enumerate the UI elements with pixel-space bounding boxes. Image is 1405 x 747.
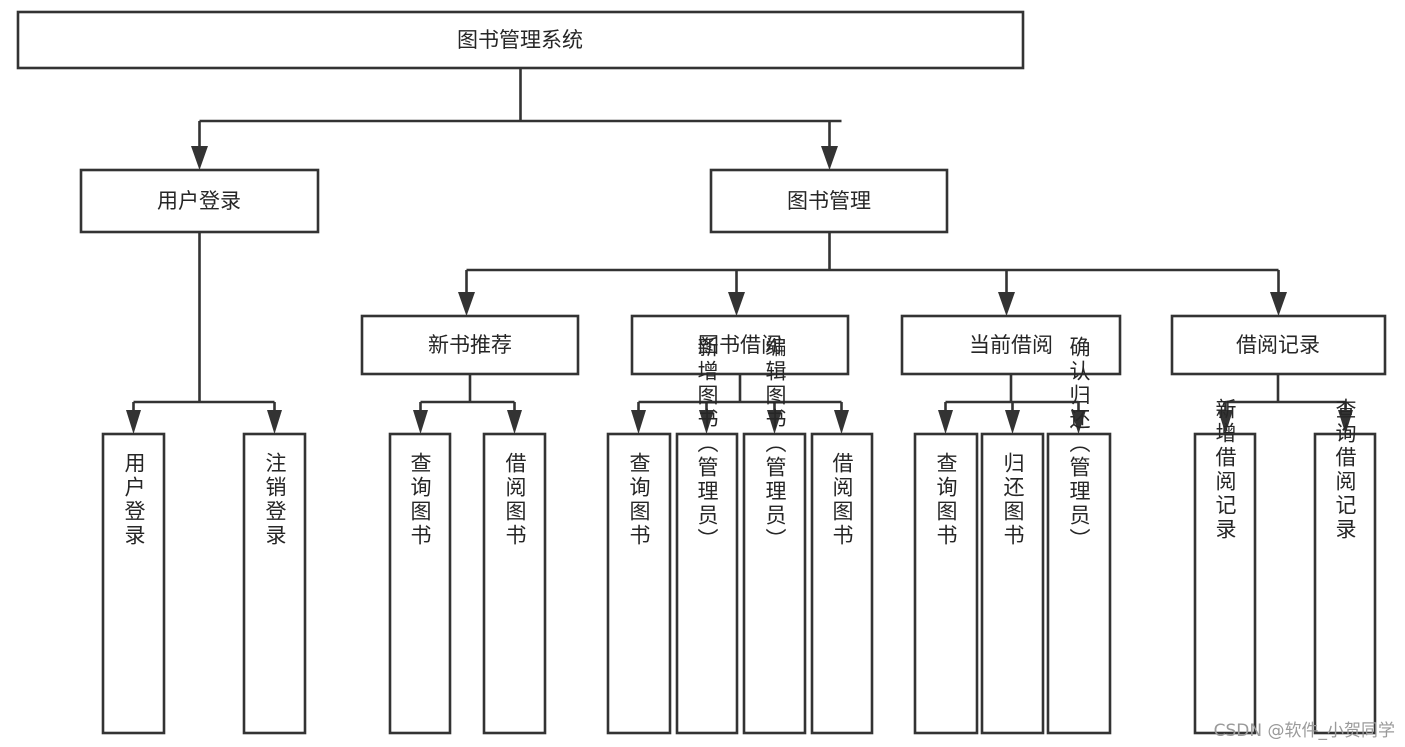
book-borrow-box[interactable] xyxy=(630,314,850,376)
connector-layer xyxy=(126,68,1353,434)
leaf-query-borrow-record-box[interactable] xyxy=(1313,432,1377,735)
leaf-logout-login-box[interactable] xyxy=(242,432,307,735)
arrow-head-user-login xyxy=(191,146,208,170)
leaf-add-borrow-record-label: 新增借阅记录 xyxy=(1213,398,1237,542)
leaf-confirm-return-admin-box[interactable] xyxy=(1046,432,1112,735)
leaf-query-book-bor-label: 查询图书 xyxy=(627,452,651,548)
book-management-label: 图书管理 xyxy=(787,189,871,213)
leaf-edit-book-admin-label: 编辑图书（管理员） xyxy=(763,336,787,552)
leaf-query-book-rec-label: 查询图书 xyxy=(408,452,432,548)
node-leaf-add-borrow-record[interactable]: 新增借阅记录 xyxy=(1193,398,1257,735)
arrow-head-leaf-query-book-rec xyxy=(413,410,428,434)
node-leaf-query-borrow-record[interactable]: 查询借阅记录 xyxy=(1313,398,1377,735)
leaf-return-book-label: 归还图书 xyxy=(1001,452,1025,548)
user-login-label: 用户登录 xyxy=(157,189,241,213)
node-leaf-return-book[interactable]: 归还图书 xyxy=(980,432,1045,735)
leaf-add-borrow-record-box[interactable] xyxy=(1193,432,1257,735)
new-book-recommend-box[interactable] xyxy=(360,314,580,376)
node-leaf-edit-book-admin[interactable]: 编辑图书（管理员） xyxy=(742,336,807,735)
root-label: 图书管理系统 xyxy=(457,28,583,52)
arrow-head-leaf-return-book xyxy=(1005,410,1020,434)
leaf-edit-book-admin-box[interactable] xyxy=(742,432,807,735)
arrow-head-leaf-borrow-book-rec xyxy=(507,410,522,434)
node-book-management[interactable]: 图书管理 xyxy=(709,168,949,234)
arrow-head-current-borrow xyxy=(998,292,1015,316)
node-leaf-borrow-book-rec[interactable]: 借阅图书 xyxy=(482,432,547,735)
leaf-return-book-box[interactable] xyxy=(980,432,1045,735)
leaf-user-login-label: 用户登录 xyxy=(122,452,146,548)
leaf-query-book-cur-label: 查询图书 xyxy=(934,452,958,548)
arrow-head-leaf-edit-book-admin xyxy=(767,410,782,434)
new-book-recommend-label: 新书推荐 xyxy=(428,333,512,357)
arrow-head-leaf-borrow-book-bor xyxy=(834,410,849,434)
leaf-borrow-book-bor-label: 借阅图书 xyxy=(830,452,854,548)
leaf-query-book-cur-box[interactable] xyxy=(913,432,979,735)
node-root[interactable]: 图书管理系统 xyxy=(16,10,1025,70)
node-leaf-logout-login[interactable]: 注销登录 xyxy=(242,432,307,735)
leaf-logout-login-label: 注销登录 xyxy=(263,452,287,548)
node-new-book-recommend[interactable]: 新书推荐 xyxy=(360,314,580,376)
leaf-add-book-admin-box[interactable] xyxy=(675,432,739,735)
arrow-head-book-borrow xyxy=(728,292,745,316)
arrow-head-leaf-add-book-admin xyxy=(699,410,714,434)
arrow-head-leaf-confirm-return-admin xyxy=(1071,410,1086,434)
node-leaf-confirm-return-admin[interactable]: 确认归还（管理员） xyxy=(1046,336,1112,735)
node-borrow-record[interactable]: 借阅记录 xyxy=(1170,314,1387,376)
leaf-add-book-admin-label: 新增图书（管理员） xyxy=(695,336,719,552)
leaf-user-login-box[interactable] xyxy=(101,432,166,735)
leaf-query-borrow-record-label: 查询借阅记录 xyxy=(1333,398,1357,542)
arrow-head-borrow-record xyxy=(1270,292,1287,316)
node-leaf-borrow-book-bor[interactable]: 借阅图书 xyxy=(810,432,874,735)
leaf-borrow-book-bor-box[interactable] xyxy=(810,432,874,735)
node-leaf-add-book-admin[interactable]: 新增图书（管理员） xyxy=(675,336,739,735)
leaf-borrow-book-rec-box[interactable] xyxy=(482,432,547,735)
leaf-query-book-rec-box[interactable] xyxy=(388,432,452,735)
csdn-watermark: CSDN @软件_小贺同学 xyxy=(1213,721,1395,741)
node-current-borrow[interactable]: 当前借阅 xyxy=(900,314,1122,376)
book-borrow-label: 图书借阅 xyxy=(698,333,782,357)
arrow-head-leaf-add-borrow-record xyxy=(1218,410,1233,434)
leaf-query-book-bor-box[interactable] xyxy=(606,432,672,735)
leaf-borrow-book-rec-label: 借阅图书 xyxy=(503,452,527,548)
current-borrow-label: 当前借阅 xyxy=(969,333,1053,357)
book-management-box[interactable] xyxy=(709,168,949,234)
arrow-head-book-management xyxy=(821,146,838,170)
leaf-confirm-return-admin-label: 确认归还（管理员） xyxy=(1067,336,1091,552)
borrow-record-label: 借阅记录 xyxy=(1236,333,1320,357)
user-login-box[interactable] xyxy=(79,168,320,234)
root-box[interactable] xyxy=(16,10,1025,70)
node-book-borrow[interactable]: 图书借阅 xyxy=(630,314,850,376)
node-leaf-query-book-bor[interactable]: 查询图书 xyxy=(606,432,672,735)
arrow-head-leaf-logout-login xyxy=(267,410,282,434)
node-leaf-query-book-rec[interactable]: 查询图书 xyxy=(388,432,452,735)
arrow-head-leaf-user-login xyxy=(126,410,141,434)
arrow-head-leaf-query-borrow-record xyxy=(1338,410,1353,434)
borrow-record-box[interactable] xyxy=(1170,314,1387,376)
arrow-head-leaf-query-book-cur xyxy=(938,410,953,434)
current-borrow-box[interactable] xyxy=(900,314,1122,376)
node-leaf-query-book-cur[interactable]: 查询图书 xyxy=(913,432,979,735)
arrow-head-new-book-recommend xyxy=(458,292,475,316)
arrow-head-leaf-query-book-bor xyxy=(631,410,646,434)
node-leaf-user-login[interactable]: 用户登录 xyxy=(101,432,166,735)
node-user-login[interactable]: 用户登录 xyxy=(79,168,320,234)
